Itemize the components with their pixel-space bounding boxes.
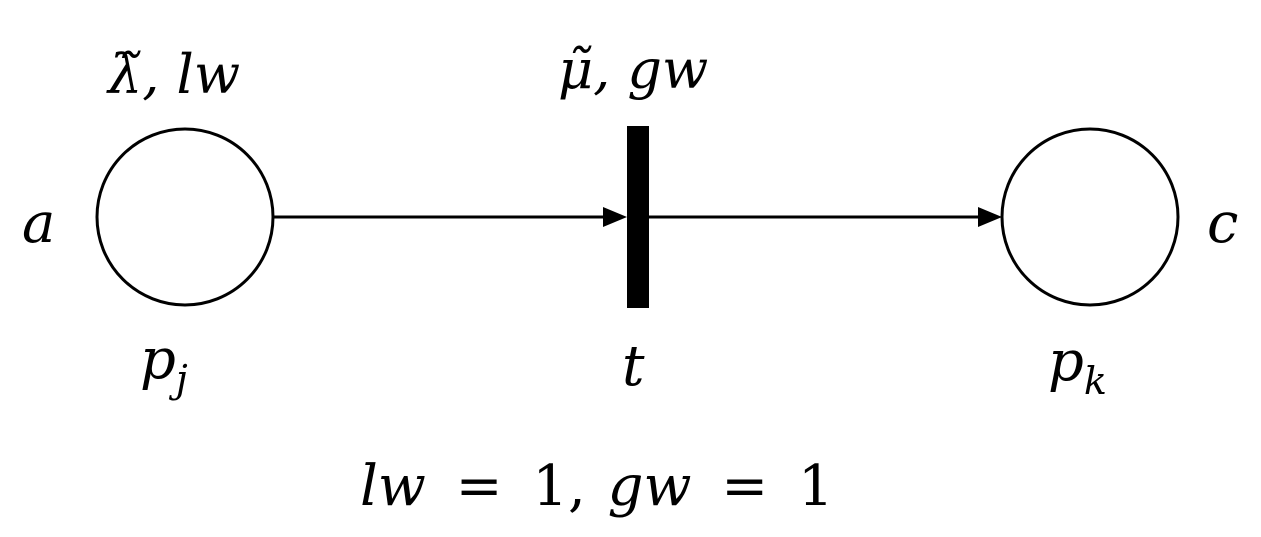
arc-t-to-pk	[649, 207, 1002, 227]
weights-caption: lw = 1, gw = 1	[360, 454, 834, 519]
caption-gw: gw	[608, 454, 692, 519]
caption-equals-2: =	[721, 454, 768, 519]
arc-pj-to-t	[273, 207, 627, 227]
input-rate-weight-annotation: λ̃, lw	[106, 43, 240, 106]
place-pk-label-subscript: k	[1084, 359, 1107, 403]
place-pj-label: pj	[140, 327, 188, 401]
marking-a: a	[22, 191, 55, 256]
caption-gw-value: 1	[798, 454, 834, 519]
place-pk-circle	[1000, 127, 1180, 307]
place-pj-circle	[95, 127, 275, 307]
caption-equals-1: =	[456, 454, 503, 519]
transition-t-bar	[627, 126, 649, 308]
caption-lw: lw	[360, 454, 426, 519]
transition-t-label: t	[622, 334, 645, 399]
caption-separator: ,	[568, 454, 586, 519]
transition-rate-weight-annotation: μ̃, gw	[558, 38, 708, 101]
caption-lw-value: 1	[532, 454, 568, 519]
place-pk-label: pk	[1048, 329, 1107, 403]
place-pj-label-base: p	[140, 327, 176, 392]
place-pk-label-base: p	[1048, 329, 1084, 394]
marking-c: c	[1207, 191, 1238, 256]
